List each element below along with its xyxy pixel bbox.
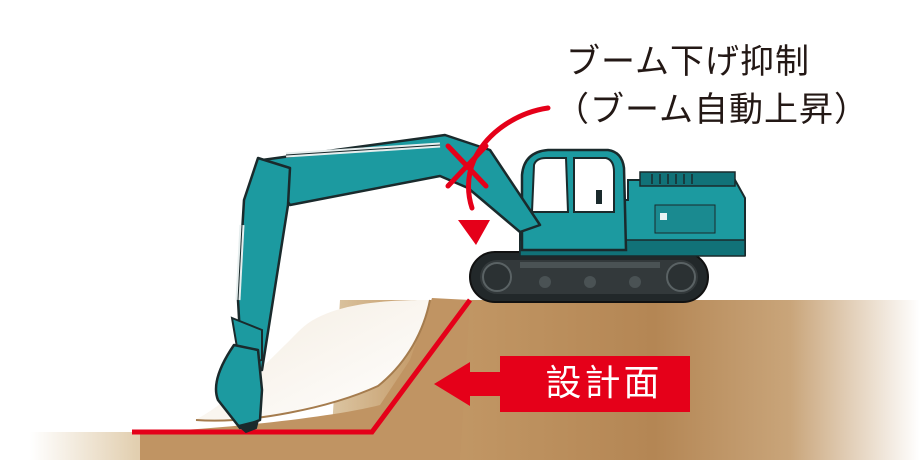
cab-door-handle [596, 190, 602, 204]
design-surface-label: 設計面 [500, 356, 690, 412]
cab-window-side [573, 157, 615, 213]
callout-title: ブーム下げ抑制 [566, 42, 810, 82]
callout-subtitle: （ブーム自動上昇） [555, 90, 869, 130]
crawler-track [469, 251, 709, 303]
engine-hood [639, 171, 736, 187]
side-panel-mark [660, 213, 667, 220]
cross-mark-icon [445, 143, 489, 189]
boom-cylinder-rod [285, 144, 441, 156]
design-surface-line [132, 298, 473, 435]
bucket-teeth [237, 419, 259, 434]
design-surface-arrow [434, 362, 502, 406]
down-arrow-head [458, 220, 490, 245]
boom-down-suppression-indicator [445, 105, 551, 245]
arm-cylinder-rod [237, 224, 243, 301]
slope-soil [140, 298, 470, 460]
left-arrow-icon [434, 362, 502, 406]
excavator [214, 133, 746, 434]
bucket [214, 343, 264, 430]
cab-window-front [530, 157, 570, 213]
engine-vents [651, 174, 693, 184]
